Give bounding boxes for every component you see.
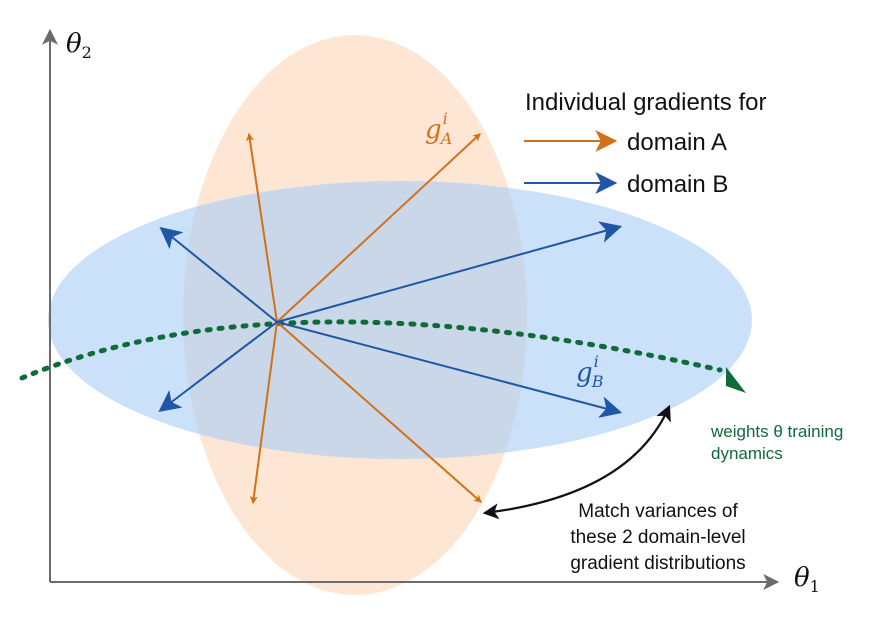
match-variance-text-line2: these 2 domain-level [570, 527, 745, 548]
match-variance-arrow [482, 404, 671, 520]
match-variance-text-line3: gradient distributions [570, 553, 745, 574]
y-axis-label: θ2 [66, 29, 92, 62]
domain-b-gradients [158, 221, 623, 418]
domain-a-gradients [246, 132, 482, 505]
match-variance-text-line1: Match variances of [578, 501, 738, 522]
domain-b-distribution [48, 181, 752, 459]
x-axis-label: θ1 [794, 563, 820, 596]
domain-a-gradient [276, 321, 482, 503]
legend-label-domain-a: domain A [627, 129, 727, 156]
legend-label-domain-b: domain B [627, 171, 728, 198]
legend: Individual gradients for domain A domain… [524, 89, 766, 198]
domain-a-gradient [276, 133, 481, 323]
training-dynamics-trajectory [19, 319, 723, 381]
trajectory-arrowhead [726, 367, 746, 393]
domain-b-gradient [276, 221, 623, 323]
domain-b-gradient [159, 226, 278, 323]
legend-title: Individual gradients for [525, 89, 766, 116]
domain-b-gradient [158, 321, 278, 412]
training-dynamics-label: weights θ training [710, 422, 843, 441]
domain-a-gradient [249, 321, 278, 505]
domain-a-gradient [246, 132, 278, 323]
domain-b-gradient [276, 321, 623, 418]
training-dynamics-label-line2: dynamics [711, 444, 783, 463]
